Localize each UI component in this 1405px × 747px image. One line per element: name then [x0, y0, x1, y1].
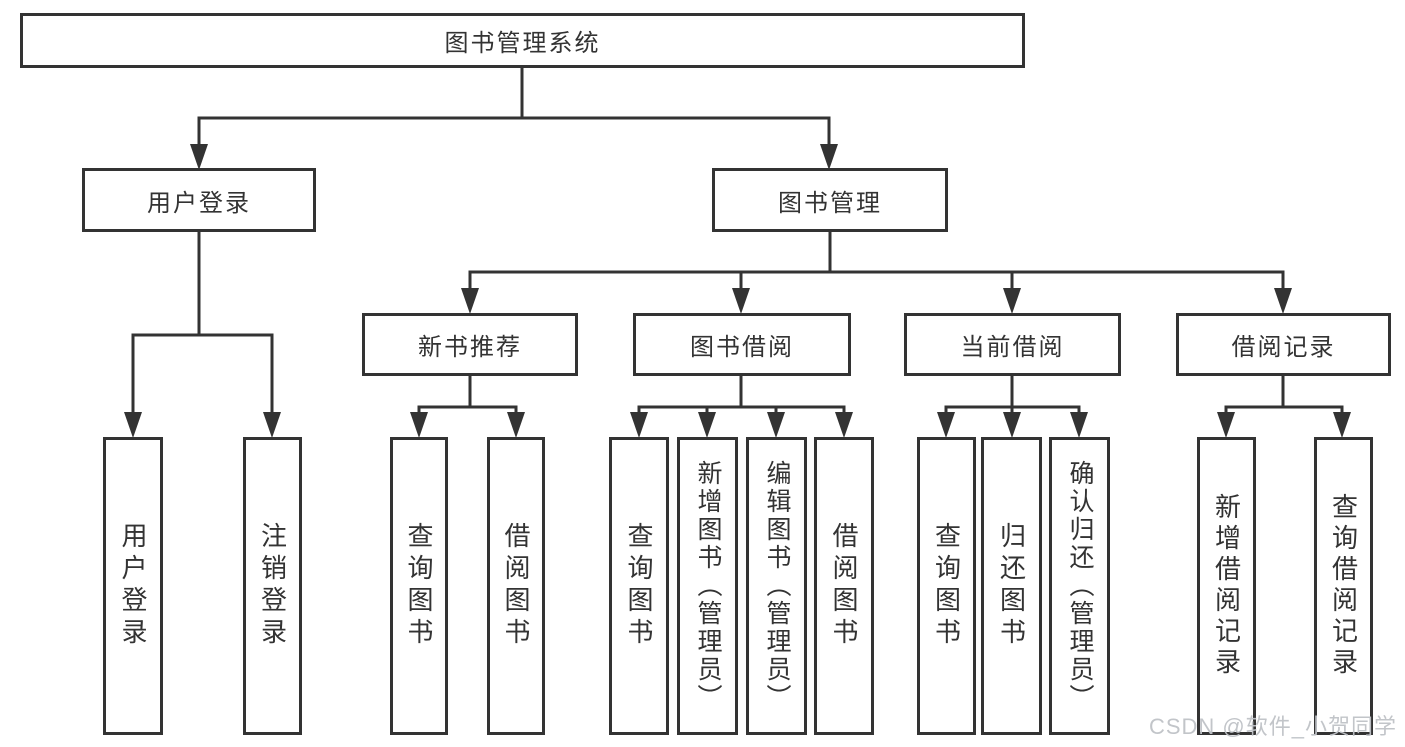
leaf-borrowing-add: 新增图书（管理员） [677, 437, 738, 735]
leaf-borrowing-query: 查询图书 [609, 437, 669, 735]
leaf-records-query-label: 查询借阅记录 [1328, 493, 1359, 679]
node-book-management-label: 图书管理 [778, 189, 882, 217]
leaf-borrowing-query-label: 查询图书 [624, 522, 654, 650]
connector-borrowing-children [630, 376, 853, 438]
connector-user-login-children [124, 232, 281, 438]
node-new-books-label: 新书推荐 [418, 334, 522, 361]
leaf-newbooks-borrow-label: 借阅图书 [501, 522, 531, 650]
node-user-login: 用户登录 [82, 168, 316, 232]
csdn-watermark: CSDN @软件_小贺同学 [1148, 714, 1397, 739]
node-current-borrow-label: 当前借阅 [960, 334, 1065, 361]
leaf-borrowing-edit: 编辑图书（管理员） [746, 437, 807, 735]
node-book-management: 图书管理 [712, 168, 948, 232]
connector-root-to-branches [190, 68, 838, 170]
node-current-borrow: 当前借阅 [904, 313, 1121, 376]
leaf-current-confirm: 确认归还（管理员） [1049, 437, 1110, 735]
node-new-books: 新书推荐 [362, 313, 578, 376]
connector-current-children [937, 376, 1088, 438]
leaf-newbooks-query-label: 查询图书 [404, 522, 434, 650]
leaf-borrowing-borrow: 借阅图书 [814, 437, 874, 735]
connector-records-children [1217, 376, 1351, 438]
leaf-current-return: 归还图书 [981, 437, 1042, 735]
node-borrowing: 图书借阅 [633, 313, 851, 376]
leaf-borrowing-borrow-label: 借阅图书 [829, 522, 859, 650]
node-root-label: 图书管理系统 [444, 30, 601, 57]
leaf-user-login-label: 用户登录 [118, 522, 148, 650]
leaf-current-return-label: 归还图书 [996, 522, 1027, 650]
node-root-system: 图书管理系统 [20, 13, 1025, 68]
leaf-current-confirm-label: 确认归还（管理员） [1066, 460, 1094, 712]
node-borrow-records: 借阅记录 [1176, 313, 1391, 376]
leaf-records-add: 新增借阅记录 [1197, 437, 1256, 735]
node-borrow-records-label: 借阅记录 [1231, 334, 1336, 361]
node-user-login-label: 用户登录 [147, 189, 251, 217]
leaf-newbooks-borrow: 借阅图书 [487, 437, 545, 735]
leaf-records-add-label: 新增借阅记录 [1211, 493, 1242, 679]
connector-new-books-children [410, 376, 525, 438]
leaf-user-login: 用户登录 [103, 437, 163, 735]
leaf-borrowing-edit-label: 编辑图书（管理员） [763, 460, 791, 712]
connector-book-management-modules [461, 232, 1292, 314]
leaf-borrowing-add-label: 新增图书（管理员） [694, 460, 722, 712]
node-borrowing-label: 图书借阅 [690, 334, 794, 361]
leaf-logout: 注销登录 [243, 437, 302, 735]
leaf-current-query: 查询图书 [917, 437, 976, 735]
leaf-records-query: 查询借阅记录 [1314, 437, 1373, 735]
leaf-newbooks-query: 查询图书 [390, 437, 448, 735]
leaf-logout-label: 注销登录 [257, 522, 288, 650]
leaf-current-query-label: 查询图书 [931, 522, 962, 650]
